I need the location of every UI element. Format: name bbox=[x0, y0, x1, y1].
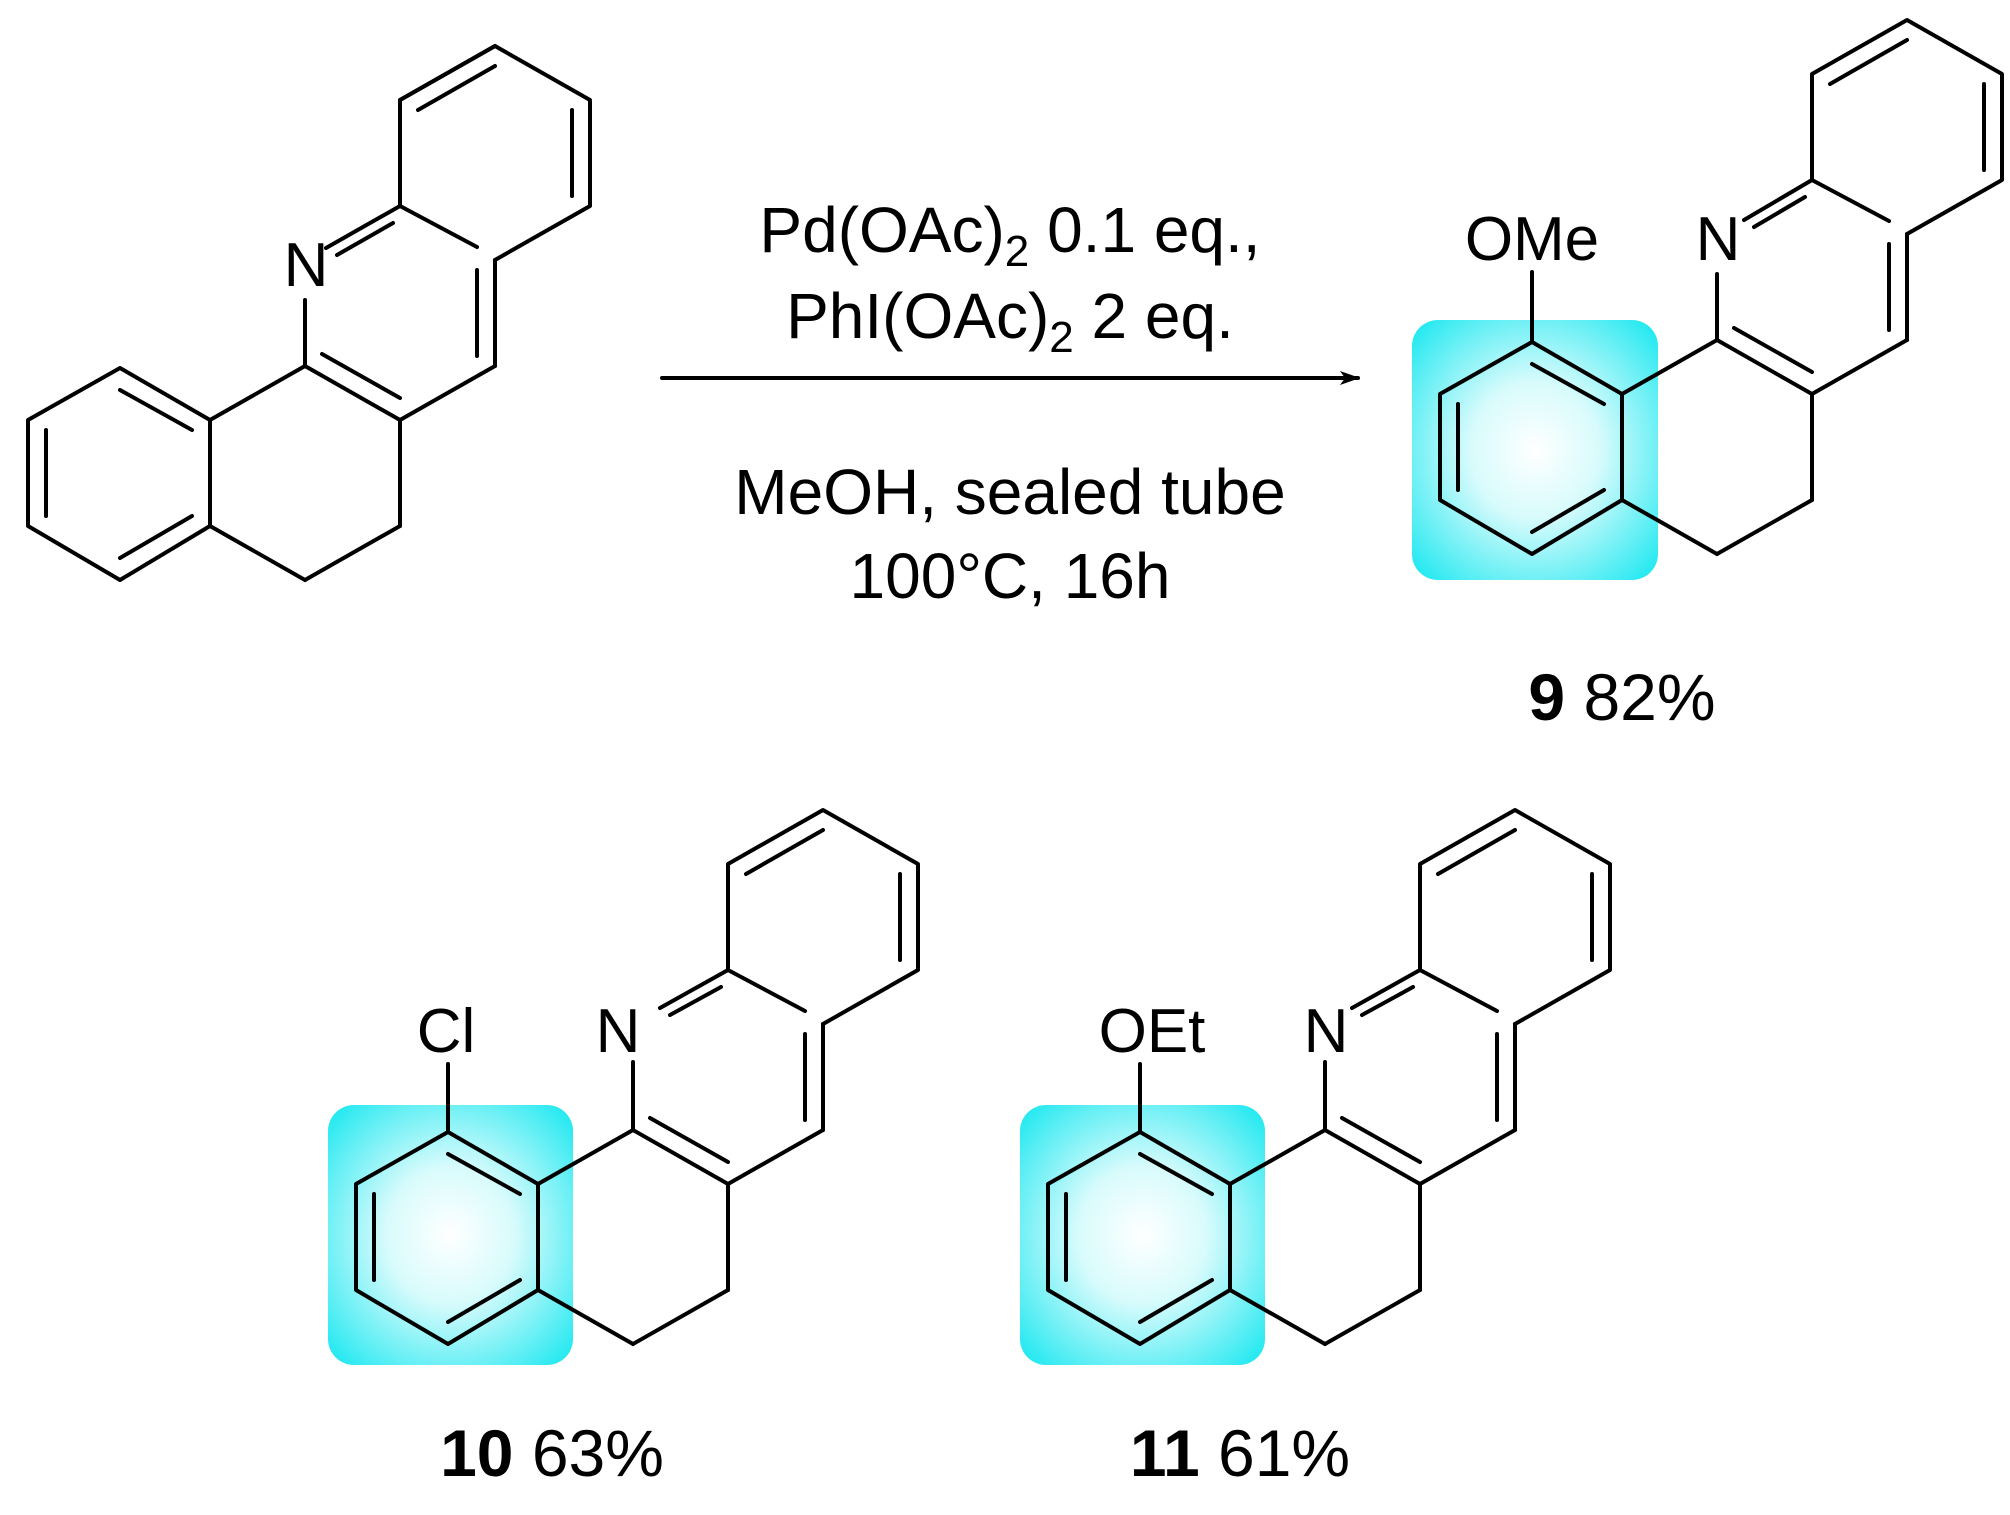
product-9: OMe N bbox=[1412, 18, 2004, 580]
reagent-line-1: Pd(OAc)2 0.1 eq., bbox=[759, 194, 1260, 276]
bonds bbox=[1046, 808, 1612, 1346]
bonds bbox=[354, 808, 920, 1346]
bonds bbox=[26, 44, 592, 582]
nitrogen-label: N bbox=[284, 231, 329, 300]
nitrogen-label: N bbox=[1304, 997, 1349, 1066]
starting-material-structure: N bbox=[26, 44, 592, 582]
product-10-caption: 10 63% bbox=[440, 1416, 664, 1490]
product-9-caption: 9 82% bbox=[1528, 660, 1715, 734]
condition-line-1: MeOH, sealed tube bbox=[734, 456, 1285, 528]
condition-line-2: 100°C, 16h bbox=[850, 540, 1171, 612]
nitrogen-label: N bbox=[1696, 205, 1741, 274]
bonds bbox=[1438, 18, 2004, 556]
product-10: Cl N bbox=[328, 808, 920, 1365]
product-11: OEt N bbox=[1020, 808, 1612, 1365]
substituent-label: Cl bbox=[417, 997, 476, 1066]
substituent-label: OEt bbox=[1099, 997, 1206, 1066]
substituent-label: OMe bbox=[1465, 205, 1599, 274]
product-11-caption: 11 61% bbox=[1130, 1416, 1350, 1490]
reagent-line-2: PhI(OAc)2 2 eq. bbox=[786, 280, 1234, 362]
nitrogen-label: N bbox=[596, 997, 641, 1066]
